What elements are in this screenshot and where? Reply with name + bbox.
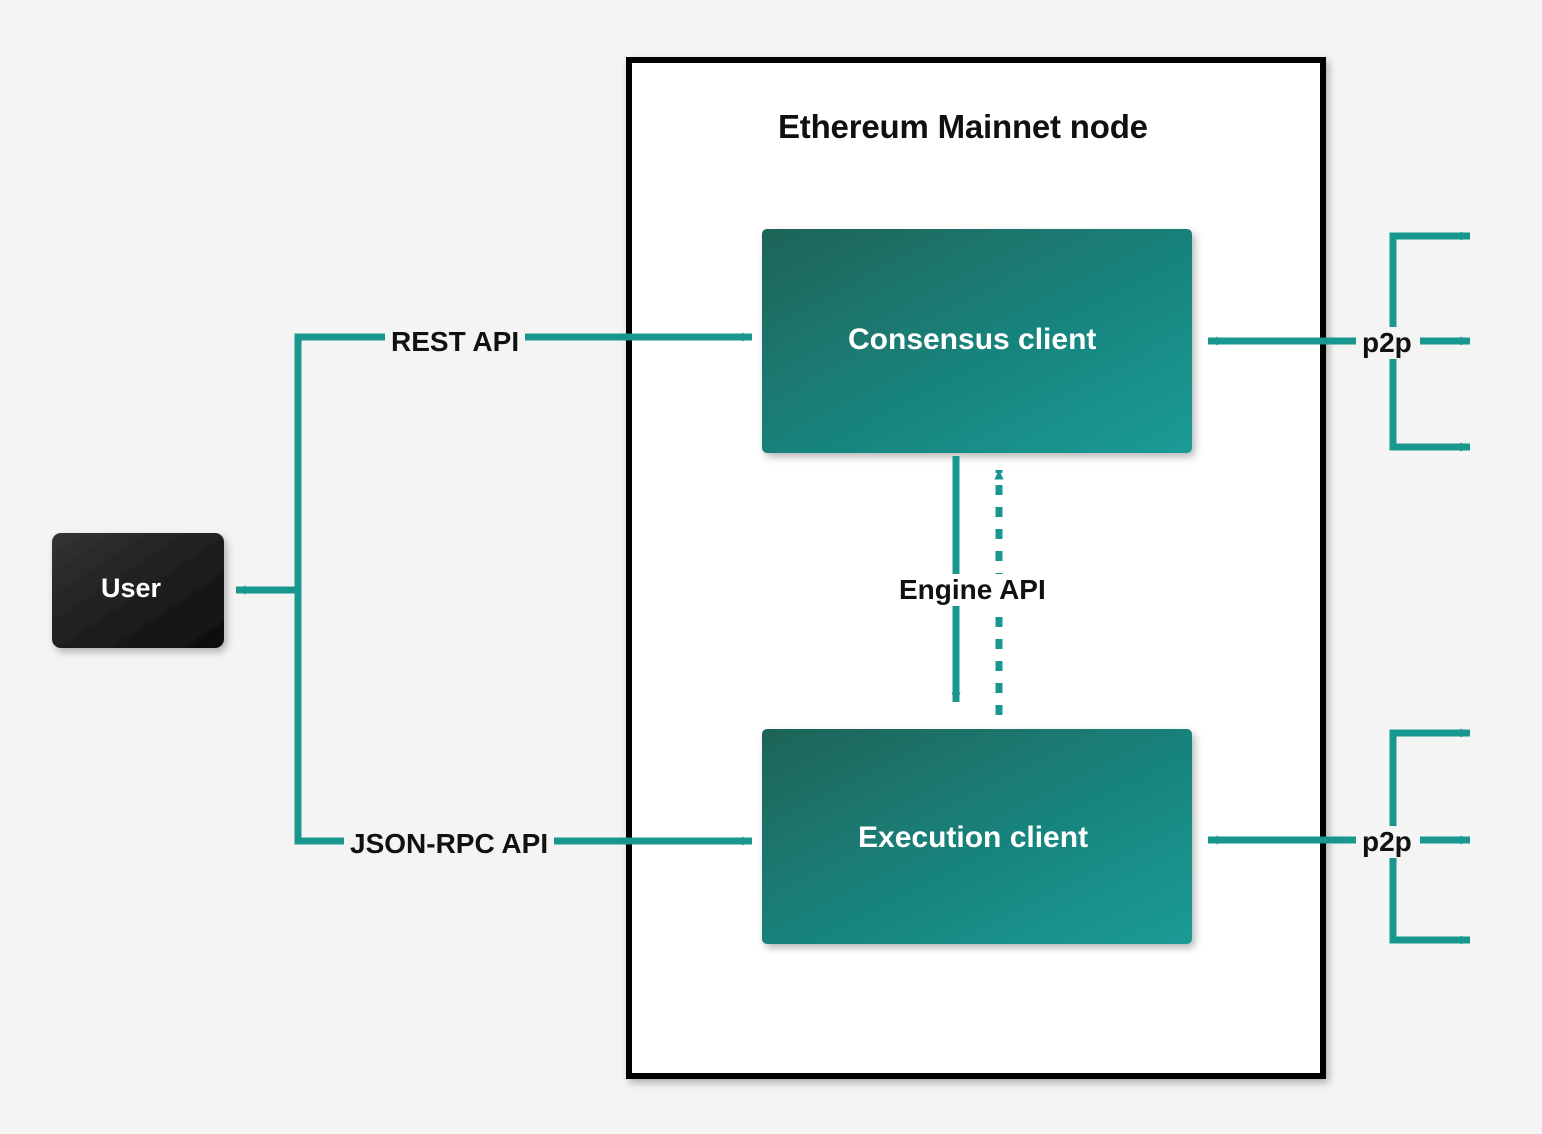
- user-box: [52, 533, 224, 648]
- engine-api-label: Engine API: [893, 574, 1052, 606]
- rest-api-label: REST API: [385, 326, 526, 358]
- execution-client-label: Execution client: [858, 821, 1089, 854]
- execution-client-box: [762, 729, 1192, 944]
- p2p-execution-label: p2p: [1356, 826, 1418, 858]
- p2p-consensus-label: p2p: [1356, 327, 1418, 359]
- consensus-client-box: [762, 229, 1192, 453]
- consensus-client-label: Consensus client: [848, 323, 1097, 356]
- json-rpc-api-label: JSON-RPC API: [344, 828, 555, 860]
- page-title: Ethereum Mainnet node: [778, 108, 1148, 145]
- user-box-label: User: [101, 573, 162, 603]
